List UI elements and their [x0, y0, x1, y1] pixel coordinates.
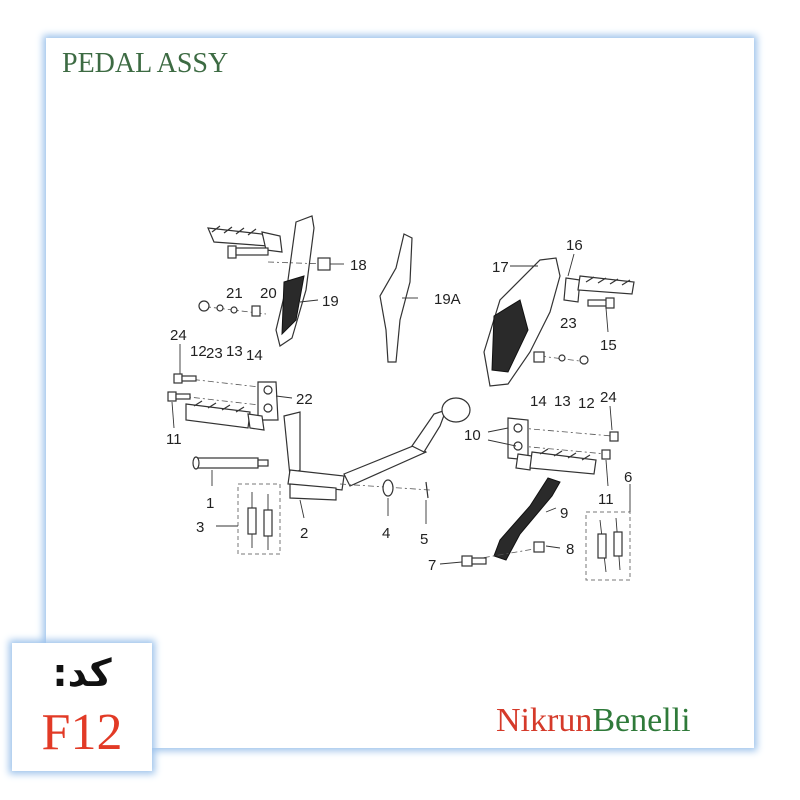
callout-16: 16: [566, 237, 583, 254]
nut-18: [317, 257, 331, 271]
right-rear-footpeg: [563, 275, 635, 303]
bolt-15: [587, 297, 615, 309]
brand-part1: Nikrun: [496, 702, 593, 739]
callout-7: 7: [428, 557, 436, 574]
callout-13-left: 13: [226, 343, 243, 360]
bolt-21: [227, 245, 269, 259]
callout-14-right: 14: [530, 393, 547, 410]
washer-4: [382, 479, 394, 497]
right-heel-guard: [483, 257, 561, 387]
springs-3: [247, 492, 273, 550]
callout-8: 8: [566, 541, 574, 558]
callout-24-left: 24: [170, 327, 187, 344]
code-box: کد: F12: [12, 643, 152, 771]
callout-12-left: 12: [190, 343, 207, 360]
bolt-7: [461, 555, 487, 567]
washer-23-left: [216, 304, 224, 312]
washer-12-right: [579, 355, 589, 365]
callout-19: 19: [322, 293, 339, 310]
callout-22: 22: [296, 391, 313, 408]
brand-name: NikrunBenelli: [496, 702, 691, 740]
callout-1: 1: [206, 495, 214, 512]
washer-12-left: [198, 300, 210, 312]
callout-19a: 19A: [434, 291, 461, 308]
heel-guard-19a: [379, 233, 413, 363]
callout-6: 6: [624, 469, 632, 486]
bolt-24-right: [609, 431, 619, 442]
washer-13-left: [230, 306, 238, 314]
callout-20: 20: [260, 285, 277, 302]
callout-10: 10: [464, 427, 481, 444]
nut-14-left: [251, 305, 261, 317]
callout-14-left: 14: [246, 347, 263, 364]
callout-15: 15: [600, 337, 617, 354]
callout-12-right: 12: [578, 395, 595, 412]
callout-11-left: 11: [166, 431, 182, 448]
spring-box-3: [237, 483, 281, 555]
bolt-11-right: [601, 449, 611, 460]
front-footpeg-left: [185, 400, 265, 431]
code-value: F12: [41, 704, 123, 761]
front-footpeg-bracket-left: [257, 381, 279, 421]
callout-5: 5: [420, 531, 428, 548]
callout-2: 2: [300, 525, 308, 542]
left-heel-guard: [275, 215, 315, 347]
callout-3: 3: [196, 519, 204, 536]
callout-23-left: 23: [206, 345, 223, 362]
washer-13-right: [558, 354, 566, 362]
page-title: PEDAL ASSY: [62, 48, 229, 79]
callout-21: 21: [226, 285, 243, 302]
callout-13-right: 13: [554, 393, 571, 410]
bolt-24-left: [173, 373, 197, 384]
brand-part2: Benelli: [592, 702, 691, 739]
nut-8: [533, 541, 545, 553]
callout-24-right: 24: [600, 389, 617, 406]
callout-18: 18: [350, 257, 367, 274]
callout-4: 4: [382, 525, 390, 542]
spring-box-6: [585, 511, 631, 581]
callout-9: 9: [560, 505, 568, 522]
code-label: کد:: [52, 651, 112, 695]
nut-14-right: [533, 351, 545, 363]
cotter-pin-5: [425, 481, 429, 499]
pivot-pin-1: [192, 456, 269, 470]
bolt-11-left: [167, 391, 191, 402]
callout-23-right: 23: [560, 315, 577, 332]
brake-pedal: [283, 397, 471, 501]
springs-6: [597, 517, 623, 573]
side-stand: [493, 477, 561, 561]
callout-11-right: 11: [598, 491, 614, 508]
diagram-frame: [46, 38, 754, 748]
callout-17: 17: [492, 259, 509, 276]
leader-lines: [171, 253, 631, 565]
front-footpeg-right: [515, 448, 597, 475]
left-rear-footpeg: [207, 225, 283, 253]
